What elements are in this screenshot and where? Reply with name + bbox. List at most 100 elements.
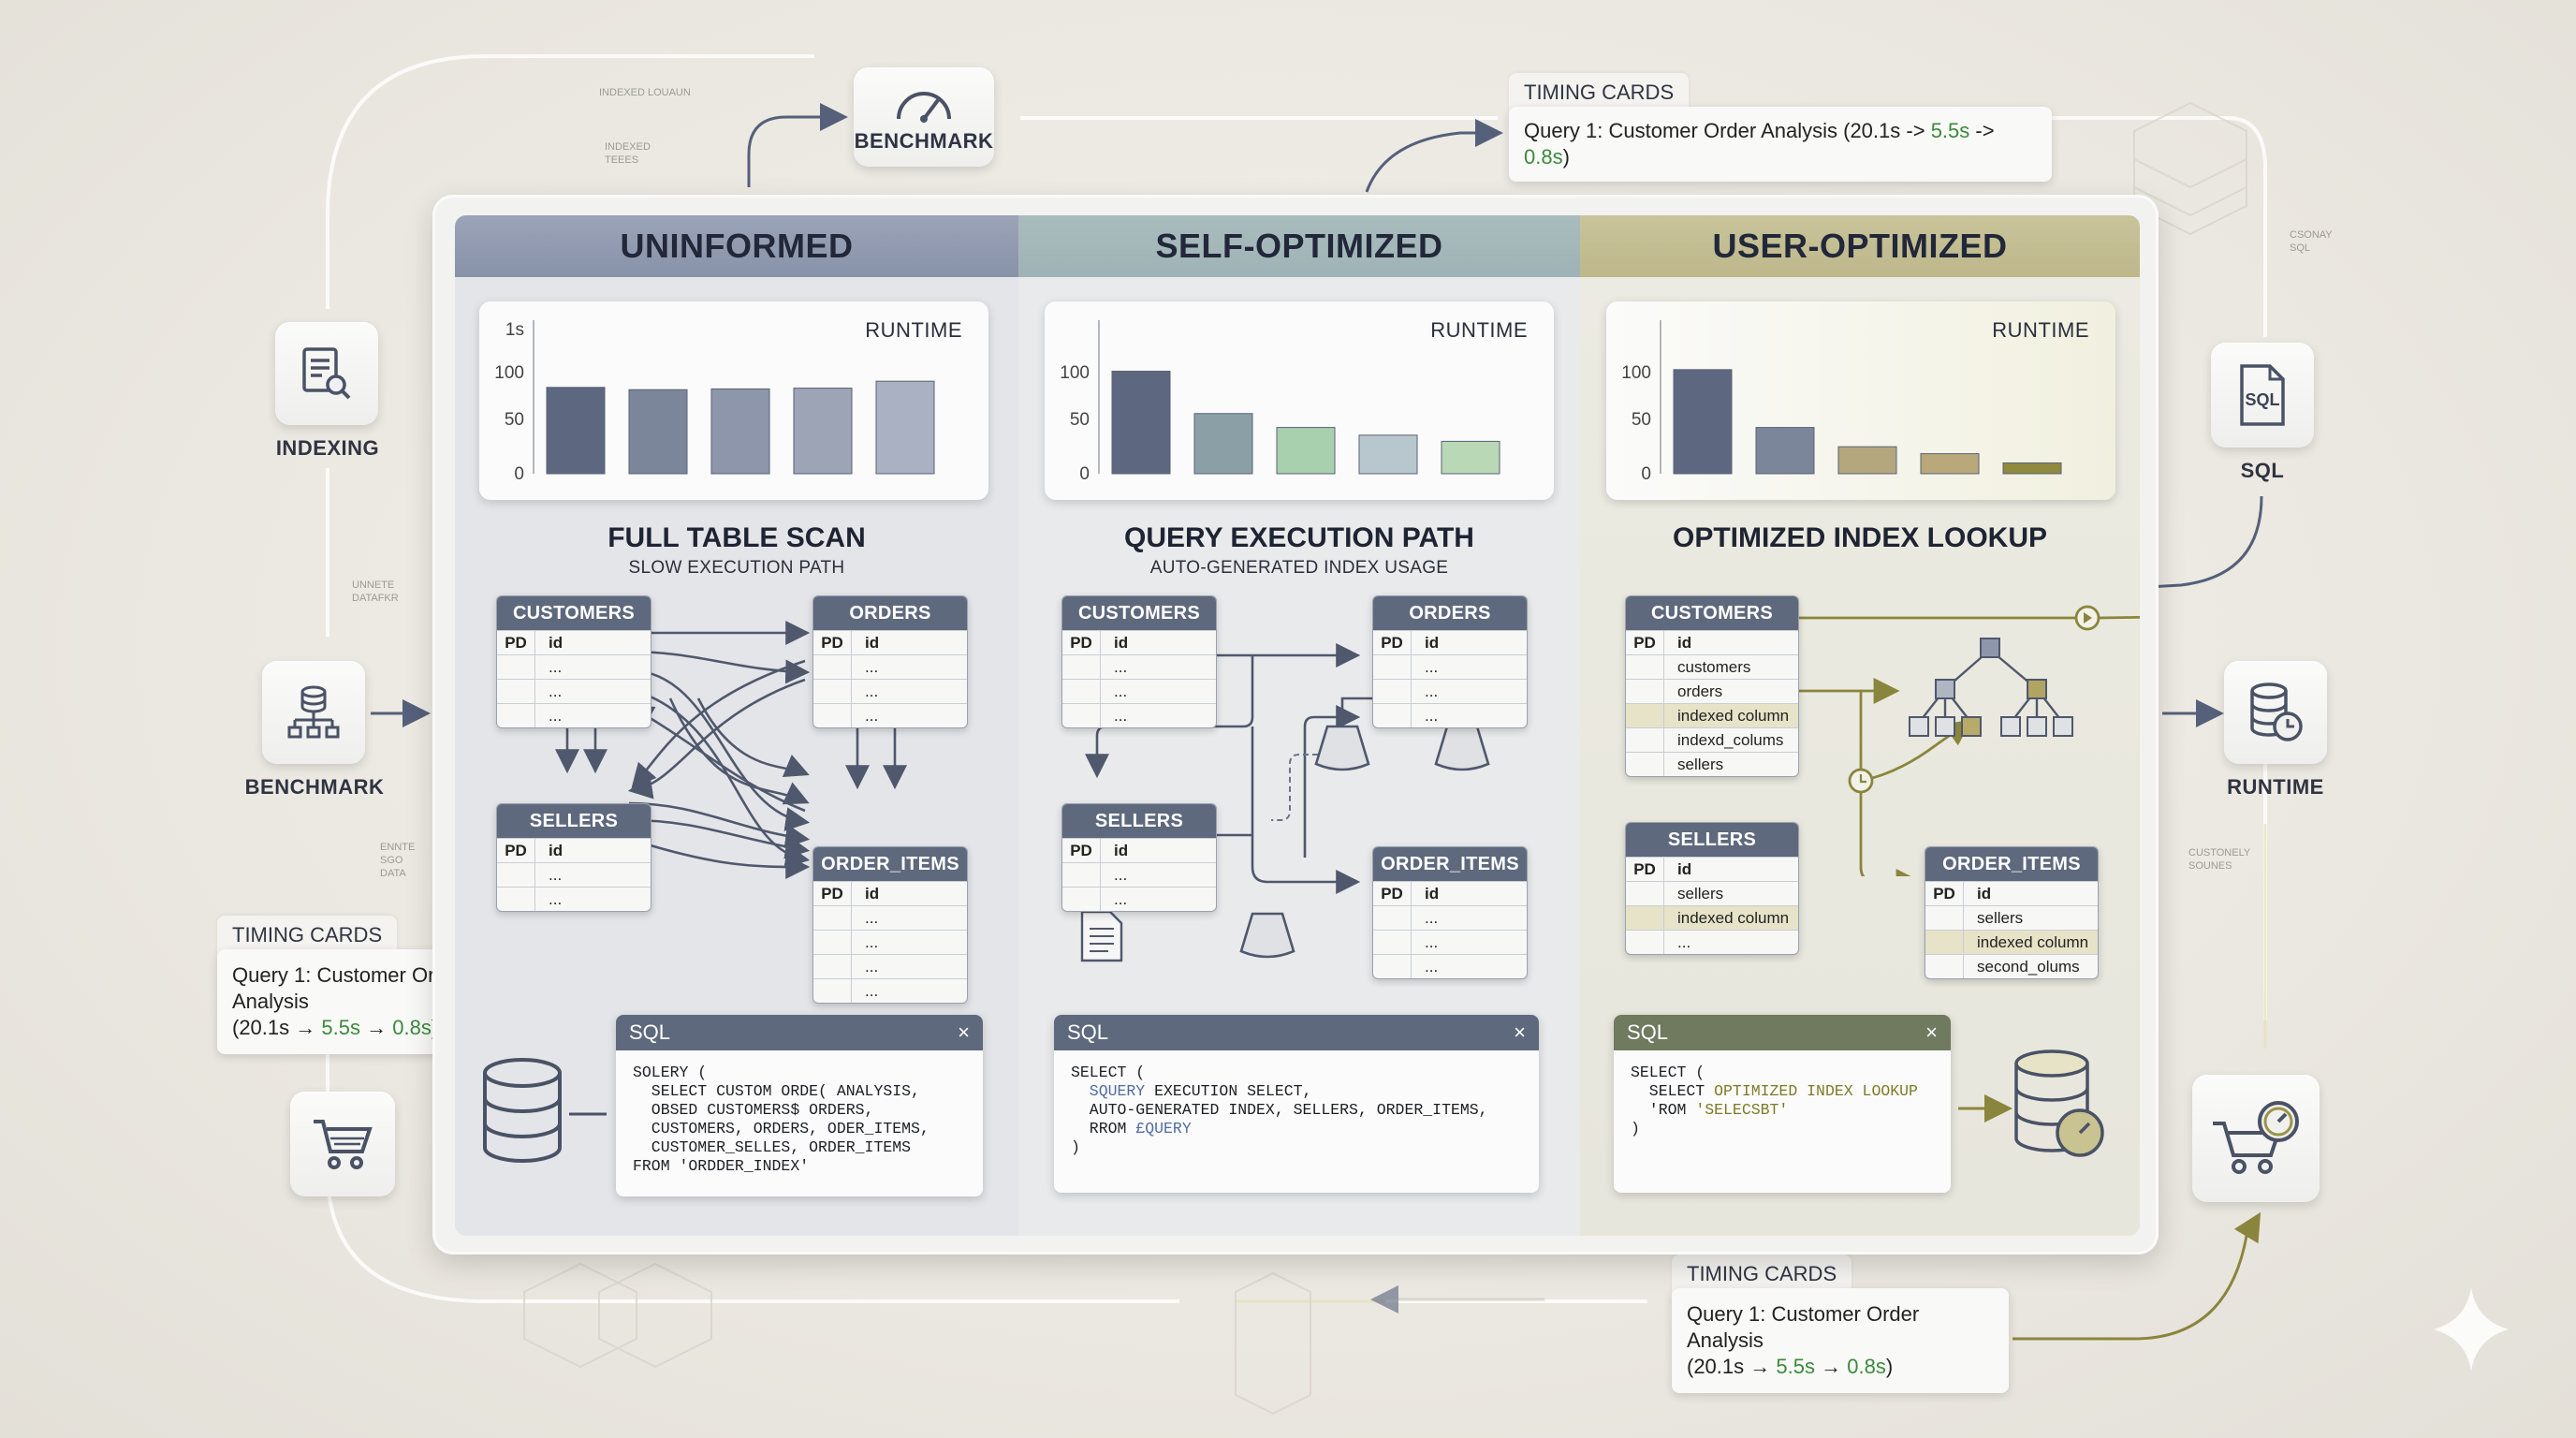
runtime-tile[interactable]	[2224, 661, 2327, 764]
close-icon[interactable]: ×	[1514, 1020, 1526, 1044]
table-key-cell	[497, 888, 535, 911]
table-key-cell	[813, 906, 852, 930]
table-row: indexed column	[1626, 905, 1798, 930]
table-key-cell	[497, 655, 535, 679]
y-tick-label: 100	[1060, 363, 1090, 383]
table-name: CUSTOMERS	[497, 596, 651, 630]
table-row: ...	[1373, 930, 1527, 954]
table-row: ...	[1062, 887, 1216, 911]
y-tick-label: 0	[1079, 464, 1090, 484]
execution-path-connectors	[1080, 643, 1490, 962]
table-row: ...	[1062, 679, 1216, 703]
table-field-cell: ...	[865, 932, 879, 951]
table-key-cell: PD	[1925, 882, 1964, 905]
table-key-cell: PD	[497, 839, 535, 862]
table-field-cell: ...	[549, 682, 563, 700]
index-lookup-connectors	[1653, 605, 2140, 876]
y-tick-label: 100	[1621, 363, 1651, 383]
sql-tile[interactable]: SQL	[2211, 343, 2314, 448]
timing-cards-tab-left: TIMING CARDS	[217, 916, 398, 955]
benchmark-tile-left[interactable]	[262, 661, 365, 764]
table-key-cell: PD	[813, 882, 852, 905]
column-header: UNINFORMED	[455, 215, 1018, 277]
table-row: ...	[1373, 905, 1527, 930]
timing-cards-tab-top: TIMING CARDS	[1509, 73, 1690, 112]
table-key-cell	[813, 955, 852, 978]
table-row: indexed column	[1925, 930, 2098, 954]
database-icon	[483, 1058, 607, 1163]
join-connectors	[555, 621, 907, 879]
section-subtitle: AUTO-GENERATED INDEX USAGE	[1149, 558, 1449, 578]
table-field-cell: ...	[1425, 957, 1439, 976]
benchmark-tile-top[interactable]	[854, 67, 994, 167]
table-field-cell: ...	[1425, 657, 1439, 676]
table-field-cell: indexed column	[1977, 932, 2089, 951]
table-key-cell	[813, 680, 852, 703]
table-field-cell: ...	[865, 981, 879, 1000]
indexing-tile[interactable]	[275, 322, 378, 425]
bar	[1920, 453, 1980, 475]
sql-panel[interactable]: SQL× SELECT ( SQUERY EXECUTION SELECT, A…	[1054, 1015, 1539, 1193]
faint-note: INDEXED LOUAUN	[599, 87, 691, 98]
table-row: ...	[813, 978, 967, 1003]
cart-timer-icon	[2213, 1101, 2299, 1174]
table-row: orders	[1626, 679, 1798, 703]
b-tree-icon	[1909, 638, 2073, 737]
table-key-cell: PD	[1626, 858, 1664, 881]
table-key-cell	[1373, 931, 1412, 954]
close-icon[interactable]: ×	[1925, 1020, 1938, 1044]
table-field-cell: ...	[1425, 706, 1439, 725]
table-key-cell	[1373, 655, 1412, 679]
table-row: ...	[813, 954, 967, 978]
table-name: ORDER_ITEMS	[1925, 847, 2098, 881]
section-title: OPTIMIZED INDEX LOOKUP	[1672, 522, 2048, 553]
timing-card-bottom: Query 1: Customer Order Analysis (20.1s …	[1672, 1288, 2009, 1393]
table-field-cell: id	[1677, 859, 1692, 878]
sql-panel[interactable]: SQL× SELECT ( SELECT OPTIMIZED INDEX LOO…	[1614, 1015, 1951, 1193]
document-icon	[1080, 910, 1123, 962]
cart-tile[interactable]	[290, 1092, 395, 1196]
section-subtitle: SLOW EXECUTION PATH	[628, 558, 845, 578]
table-field-cell: ...	[549, 865, 563, 884]
benchmark-label: BENCHMARK	[854, 129, 994, 153]
table-field-cell: ...	[1425, 682, 1439, 700]
table-field-cell: ...	[865, 657, 879, 676]
sql-panel[interactable]: SQL× SOLERY ( SELECT CUSTOM ORDE( ANALYS…	[616, 1015, 983, 1196]
y-tick-label: 50	[1632, 410, 1651, 430]
database-network-icon	[287, 685, 340, 739]
table-row: ...	[813, 905, 967, 930]
close-icon[interactable]: ×	[958, 1020, 970, 1044]
timing-cards-tab-bottom: TIMING CARDS	[1672, 1255, 1852, 1294]
cart-timer-tile[interactable]	[2192, 1075, 2320, 1202]
table-key-cell	[1062, 704, 1101, 727]
table-key-cell	[1062, 888, 1101, 911]
table-key-cell	[1062, 655, 1101, 679]
bar	[1755, 427, 1815, 475]
table-key-cell	[1626, 728, 1664, 752]
table-field-cell: ...	[1425, 908, 1439, 927]
table-row: ...	[1062, 862, 1216, 887]
table-row: customers	[1626, 654, 1798, 679]
table-field-cell: ...	[865, 957, 879, 976]
section-title: QUERY EXECUTION PATH	[1124, 522, 1474, 553]
table-field-cell: ...	[1114, 865, 1128, 884]
